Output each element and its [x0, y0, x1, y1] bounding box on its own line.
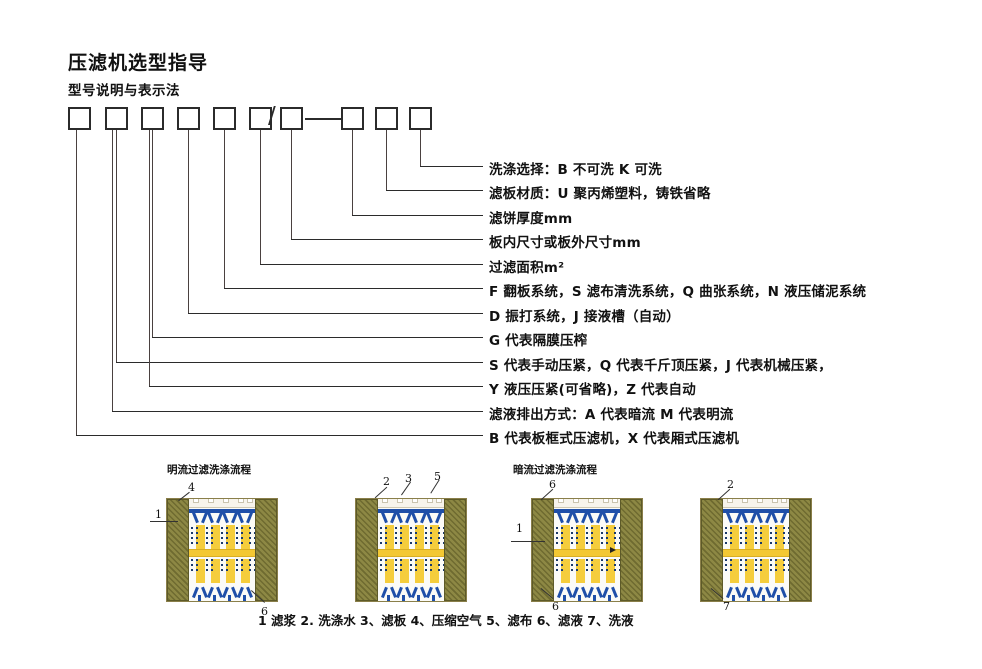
panel-title-1: 明流过滤洗涤流程: [167, 464, 251, 476]
endplate-right-icon: [789, 499, 811, 601]
panel-title-2: 暗流过滤洗涤流程: [513, 464, 597, 476]
manifold-bar-icon: [723, 509, 789, 513]
callout-p2-5: 5: [434, 470, 441, 483]
manifold-bar-icon: [554, 509, 620, 513]
filter-press-panel-2: [355, 498, 467, 602]
legend-line-9: S 代表手动压紧，Q 代表千斤顶压紧，J 代表机械压紧，: [489, 358, 832, 374]
leader-v-3: [152, 130, 153, 337]
code-box-4[interactable]: [177, 107, 200, 130]
leader-v-7: [291, 130, 292, 239]
legend-line-6: F 翻板系统，S 滤布清洗系统，Q 曲张系统，N 液压储泥系统: [489, 284, 867, 300]
filter-press-panel-1: [166, 498, 278, 602]
callout-p1-6: 6: [261, 605, 268, 618]
leader-h-3b: [149, 386, 483, 387]
endplate-left-icon: [356, 499, 378, 601]
page-title: 压滤机选型指导: [68, 52, 209, 74]
callout-p4-7: 7: [723, 600, 730, 613]
leader-h-6: [260, 264, 483, 265]
leader-h-5: [224, 288, 483, 289]
cap-row-icon: [554, 499, 620, 508]
endplate-right-icon: [444, 499, 466, 601]
leader-h-4: [188, 313, 483, 314]
callout-p3-6-bot: 6: [552, 600, 559, 613]
filter-press-panel-3: [531, 498, 643, 602]
leader-v-5: [224, 130, 225, 288]
code-box-2[interactable]: [105, 107, 128, 130]
leader-v-2b: [112, 130, 113, 411]
endplate-left-icon: [701, 499, 723, 601]
legend-line-3: 滤饼厚度mm: [489, 211, 573, 227]
code-separator-slash: /: [268, 103, 276, 129]
leader-h-10: [420, 166, 483, 167]
callout-line-p1-1: [150, 521, 178, 522]
code-dash-connector: [305, 118, 341, 120]
leader-h-1: [76, 435, 483, 436]
legend-line-12: B 代表板框式压滤机，X 代表厢式压滤机: [489, 431, 740, 447]
cap-row-icon: [723, 499, 789, 508]
callout-p2-2: 2: [383, 475, 390, 488]
callout-line-p3-1: [511, 541, 545, 542]
bottom-legend: 1 滤浆 2. 洗涤水 3、滤板 4、压缩空气 5、滤布 6、滤液 7、洗液: [258, 613, 634, 628]
leader-v-4: [188, 130, 189, 313]
legend-line-7: D 振打系统，J 接液槽（自动）: [489, 309, 680, 325]
legend-line-1: 洗涤选择：B 不可洗 K 可洗: [489, 162, 662, 178]
cap-row-icon: [378, 499, 444, 508]
code-box-5[interactable]: [213, 107, 236, 130]
callout-p1-1: 1: [155, 508, 162, 521]
code-box-10[interactable]: [409, 107, 432, 130]
leader-v-8: [352, 130, 353, 215]
leader-v-2: [116, 130, 117, 362]
feed-band-icon: [554, 549, 620, 557]
leader-v-3b: [149, 130, 150, 386]
legend-line-4: 板内尺寸或板外尺寸mm: [489, 235, 641, 251]
code-box-9[interactable]: [375, 107, 398, 130]
manifold-bar-icon: [189, 509, 255, 513]
legend-line-5: 过滤面积m²: [489, 260, 565, 276]
leader-h-7: [291, 239, 483, 240]
leader-v-6: [260, 130, 261, 264]
code-box-6[interactable]: [249, 107, 272, 130]
flow-arrow-icon: [610, 547, 616, 553]
leader-v-9: [386, 130, 387, 190]
press-core-1: [189, 499, 255, 601]
leader-h-9: [386, 190, 483, 191]
manifold-bar-icon: [378, 509, 444, 513]
legend-line-2: 滤板材质：U 聚丙烯塑料，铸铁省略: [489, 186, 711, 202]
leader-h-2: [116, 362, 483, 363]
leader-h-8: [352, 215, 483, 216]
leader-v-10: [420, 130, 421, 166]
filter-press-panel-4: [700, 498, 812, 602]
feed-band-icon: [378, 549, 444, 557]
feed-band-icon: [723, 549, 789, 557]
page-subtitle: 型号说明与表示法: [68, 83, 180, 99]
code-box-7[interactable]: [280, 107, 303, 130]
leader-h-2b: [112, 411, 483, 412]
legend-line-10: Y 液压压紧(可省略)，Z 代表自动: [489, 382, 696, 398]
leader-h-3: [152, 337, 483, 338]
cap-row-icon: [189, 499, 255, 508]
endplate-right-icon: [620, 499, 642, 601]
endplate-right-icon: [255, 499, 277, 601]
endplate-left-icon: [167, 499, 189, 601]
leader-v-1: [76, 130, 77, 435]
callout-p3-1: 1: [516, 522, 523, 535]
callout-p3-6-top: 6: [549, 478, 556, 491]
code-box-3[interactable]: [141, 107, 164, 130]
callout-line-p2-2: [374, 486, 388, 499]
feed-band-icon: [189, 549, 255, 557]
legend-line-8: G 代表隔膜压榨: [489, 333, 588, 349]
press-core-3: [554, 499, 620, 601]
callout-p2-3: 3: [405, 472, 412, 485]
callout-p4-2: 2: [727, 478, 734, 491]
legend-line-11: 滤液排出方式：A 代表暗流 M 代表明流: [489, 407, 734, 423]
endplate-left-icon: [532, 499, 554, 601]
press-core-4: [723, 499, 789, 601]
code-box-8[interactable]: [341, 107, 364, 130]
code-box-1[interactable]: [68, 107, 91, 130]
press-core-2: [378, 499, 444, 601]
callout-p1-4: 4: [188, 481, 195, 494]
